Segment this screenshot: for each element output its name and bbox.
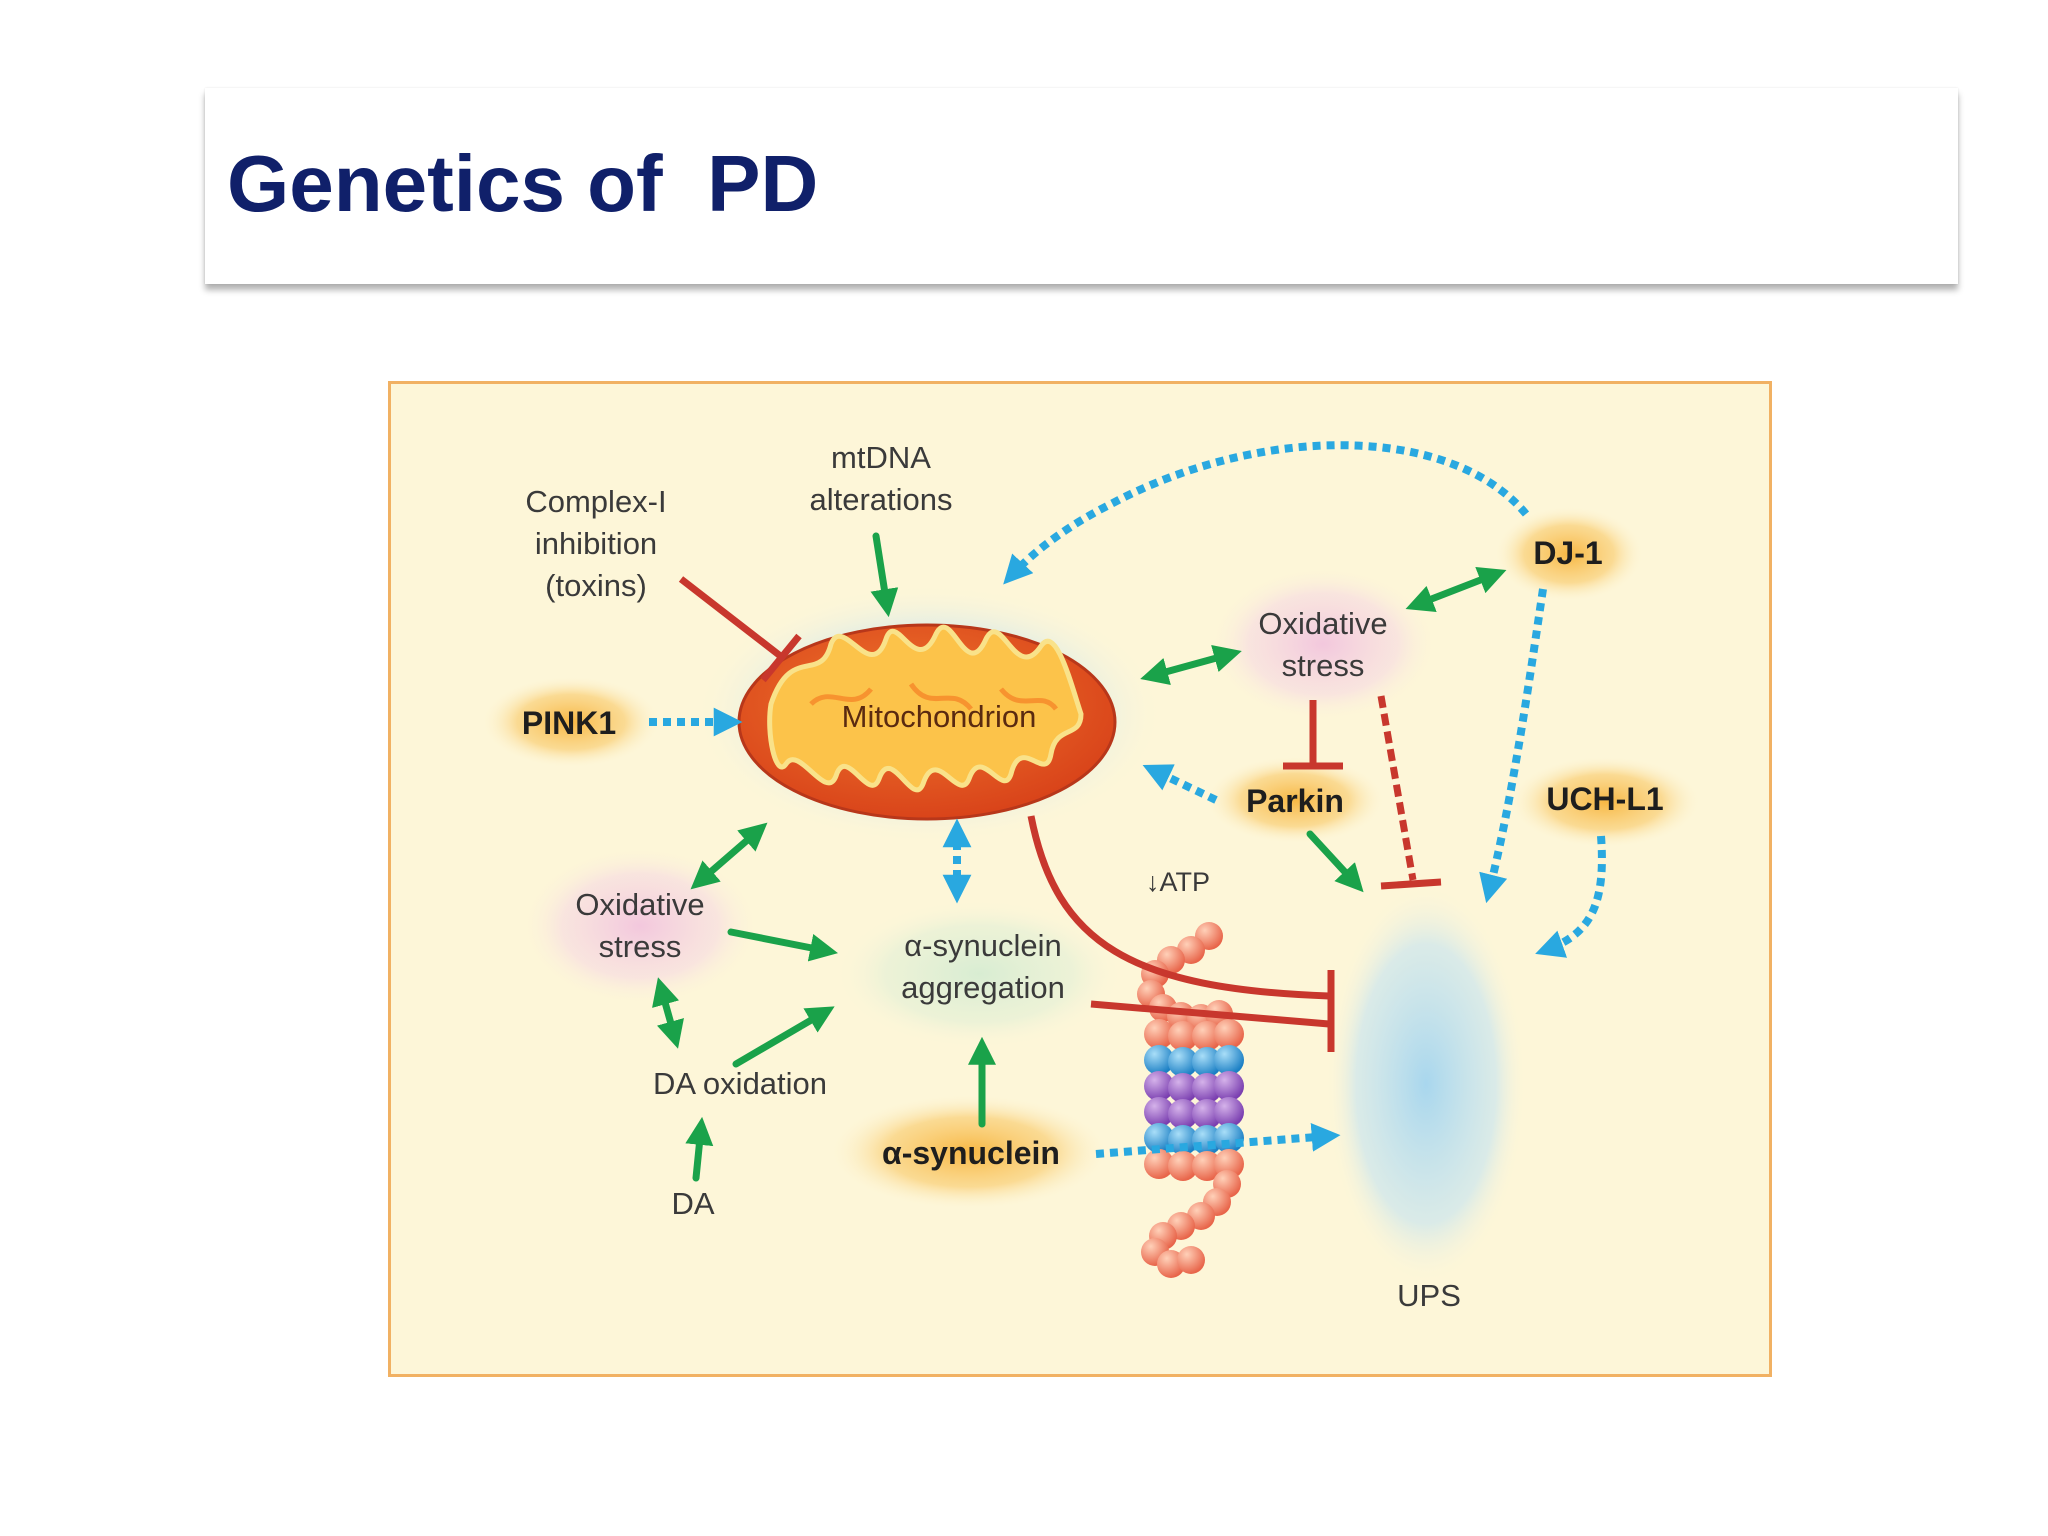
label-ups: UPS: [1397, 1278, 1461, 1313]
arrow-oxstress-to-aggregation: [727, 928, 838, 962]
label-da-oxidation: DA oxidation: [653, 1066, 827, 1101]
label-parkin: Parkin: [1246, 783, 1344, 819]
arrow-oxstress-dj1: [1405, 567, 1507, 612]
arrow-asyn-to-ups: [1095, 1122, 1341, 1158]
arrow-dj1-to-ups: [1479, 588, 1547, 904]
inhibit-oxstress-to-ups: [1377, 695, 1417, 881]
label-asyn-aggregation-1: α-synuclein: [904, 928, 1061, 963]
label-complex-2: inhibition: [535, 526, 657, 561]
label-pink1: PINK1: [522, 705, 616, 741]
arrow-mito-oxstress-right: [1140, 644, 1242, 686]
arrow-mtdna-to-mito: [870, 532, 899, 618]
oxstress-left-glow: [520, 846, 760, 1006]
arrow-parkin-to-mito: [1142, 764, 1218, 804]
arrow-dj1-to-mito: [1003, 441, 1530, 585]
uchl1-glow: [1509, 756, 1701, 848]
label-uchl1: UCH-L1: [1546, 781, 1663, 817]
label-mtdna-1: mtDNA: [831, 440, 931, 475]
arrow-oxstress-left-mito: [690, 822, 768, 890]
asyn-glow: [829, 1094, 1109, 1210]
slide-title: Genetics of PD: [227, 139, 819, 228]
label-atp: ↓ATP: [1146, 867, 1210, 897]
label-oxstress-right-2: stress: [1282, 648, 1365, 683]
arrow-da-to-daox: [685, 1116, 714, 1182]
dj1-glow: [1494, 506, 1644, 602]
label-mitochondrion: Mitochondrion: [842, 699, 1037, 734]
inhibit-complex-to-mito: [678, 576, 786, 661]
parkin-glow: [1205, 756, 1385, 844]
label-da: DA: [671, 1186, 714, 1221]
green-arrows: [652, 532, 1507, 1182]
label-oxstress-left-1: Oxidative: [575, 887, 704, 922]
red-inhibition-lines: [678, 576, 1442, 1052]
inhibit-mito-to-ups: [1027, 815, 1330, 1000]
blue-dotted-arrows: [649, 441, 1606, 1158]
title-bar: Genetics of PD: [205, 88, 1958, 284]
pink1-glow: [481, 676, 661, 768]
inhibit-bar-ups-top: [1380, 878, 1442, 890]
label-mtdna-2: alterations: [809, 482, 952, 517]
arrow-oxstress-daox: [652, 977, 684, 1049]
ups-proteasome-icon: [1137, 922, 1244, 1278]
ups-glow: [1326, 884, 1526, 1284]
label-oxstress-right-1: Oxidative: [1258, 606, 1387, 641]
arrow-parkin-to-ups: [1306, 830, 1364, 893]
label-complex-1: Complex-I: [525, 484, 666, 519]
pd-pathway-diagram: Complex-I inhibition (toxins) mtDNA alte…: [388, 381, 1772, 1377]
label-asyn: α-synuclein: [882, 1135, 1060, 1171]
mitochondrion-icon: [737, 623, 1117, 821]
label-asyn-aggregation-2: aggregation: [901, 970, 1065, 1005]
label-complex-3: (toxins): [545, 568, 647, 603]
label-dj1: DJ-1: [1533, 535, 1602, 571]
asyn-aggregation-glow: [834, 899, 1124, 1049]
arrow-daox-to-aggregation: [732, 1006, 835, 1068]
pathway-svg: Complex-I inhibition (toxins) mtDNA alte…: [481, 440, 1701, 1313]
inhibit-aggregation-to-ups: [1090, 1000, 1330, 1028]
label-oxstress-left-2: stress: [599, 929, 682, 964]
oxstress-right-glow: [1208, 566, 1438, 722]
inhibit-bar-complex: [760, 633, 802, 683]
arrow-uchl1-to-ups: [1535, 835, 1606, 958]
